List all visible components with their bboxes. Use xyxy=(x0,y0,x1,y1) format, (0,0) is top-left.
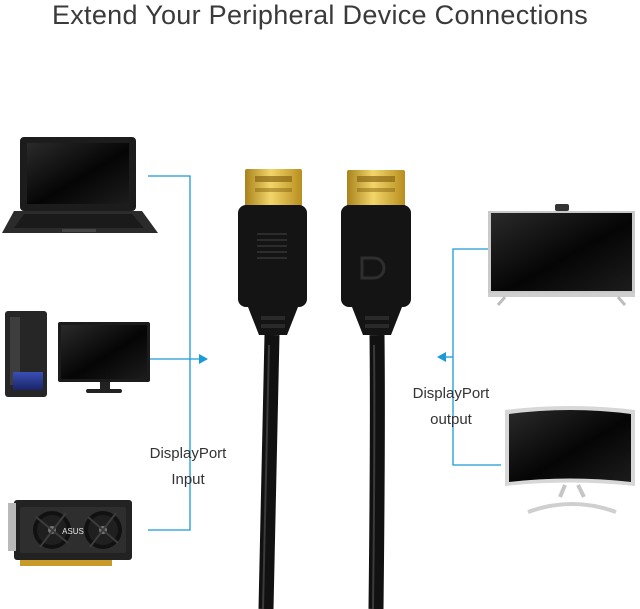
input-arrow-icon xyxy=(199,354,208,364)
output-label-line1: DisplayPort xyxy=(412,385,490,402)
laptop-icon xyxy=(2,137,158,233)
output-label: DisplayPort output xyxy=(396,381,506,433)
page-title: Extend Your Peripheral Device Connection… xyxy=(51,0,589,30)
output-label-line2: output xyxy=(430,411,472,428)
desktop-monitor-icon xyxy=(58,322,150,393)
output-connector-lines xyxy=(437,248,501,466)
output-arrow-icon xyxy=(437,352,446,362)
input-label-line2: Input xyxy=(171,471,205,488)
curved-monitor-icon xyxy=(505,406,635,514)
tv-icon xyxy=(488,204,635,306)
gpu-brand-label: ASUS xyxy=(62,527,84,536)
input-label-line1: DisplayPort xyxy=(149,445,227,462)
displayport-cable-icon xyxy=(238,169,411,609)
input-connector-lines xyxy=(148,175,208,531)
graphics-card-icon xyxy=(8,500,132,566)
input-label: DisplayPort Input xyxy=(133,441,243,493)
desktop-tower-icon xyxy=(5,311,47,397)
